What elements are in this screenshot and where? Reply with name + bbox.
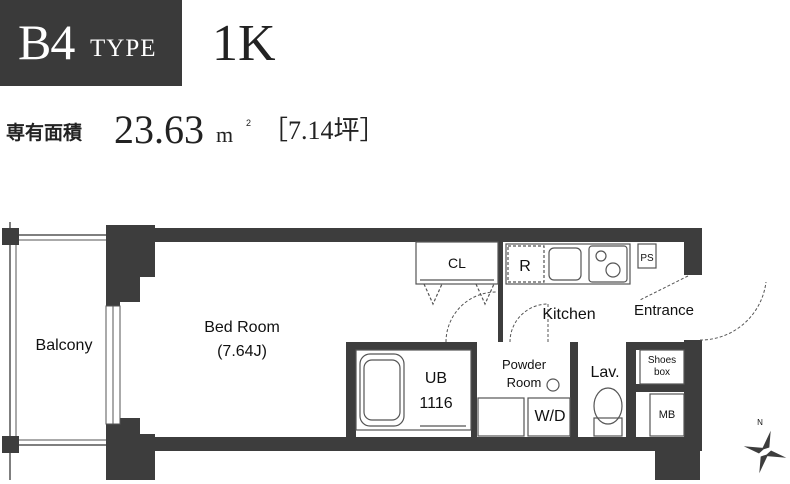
label-powder-room: Powder bbox=[502, 357, 547, 372]
label-shoes-box: Shoes bbox=[648, 355, 676, 366]
label-refrigerator: R bbox=[519, 258, 531, 275]
powder-room-fixtures bbox=[477, 378, 571, 437]
area-unit-sup: 2 bbox=[246, 118, 252, 128]
compass-icon bbox=[743, 430, 787, 474]
label-unit-bath-size: 1116 bbox=[419, 395, 452, 412]
label-kitchen: Kitchen bbox=[542, 306, 595, 323]
label-lavatory: Lav. bbox=[590, 364, 619, 381]
label-balcony: Balcony bbox=[36, 337, 93, 354]
area-unit: m bbox=[216, 122, 234, 147]
toilet bbox=[593, 387, 623, 437]
type-main: B4 bbox=[18, 14, 75, 70]
area-label: 専有面積 bbox=[6, 122, 83, 144]
label-bedroom-size: (7.64J) bbox=[217, 343, 267, 360]
bedroom-window bbox=[105, 305, 121, 425]
balcony bbox=[9, 222, 106, 480]
label-pipe-space: PS bbox=[640, 253, 654, 264]
shoes-box-and-mb bbox=[639, 349, 685, 437]
layout-name: 1K bbox=[212, 15, 276, 72]
label-meter-box: MB bbox=[659, 409, 676, 421]
balcony-post bbox=[2, 436, 19, 453]
label-powder-room-2: Room bbox=[507, 375, 542, 390]
label-washer-dryer: W/D bbox=[534, 408, 565, 425]
balcony-post bbox=[2, 228, 19, 245]
label-bedroom: Bed Room bbox=[204, 319, 280, 336]
unit-bath-fixtures bbox=[355, 349, 472, 431]
label-closet: CL bbox=[448, 255, 466, 271]
label-unit-bath: UB bbox=[425, 370, 447, 387]
kitchen-counter bbox=[505, 243, 657, 285]
type-suffix: TYPE bbox=[90, 35, 157, 62]
label-entrance: Entrance bbox=[634, 302, 694, 319]
area-value: 23.63 bbox=[114, 107, 204, 152]
closet bbox=[415, 241, 499, 306]
area-tsubo: ［7.14坪］ bbox=[262, 116, 386, 145]
label-shoes-box-2: box bbox=[654, 367, 670, 378]
type-badge: B4 TYPE bbox=[0, 0, 182, 86]
compass-north-label: N bbox=[757, 418, 763, 427]
doors bbox=[445, 275, 767, 343]
